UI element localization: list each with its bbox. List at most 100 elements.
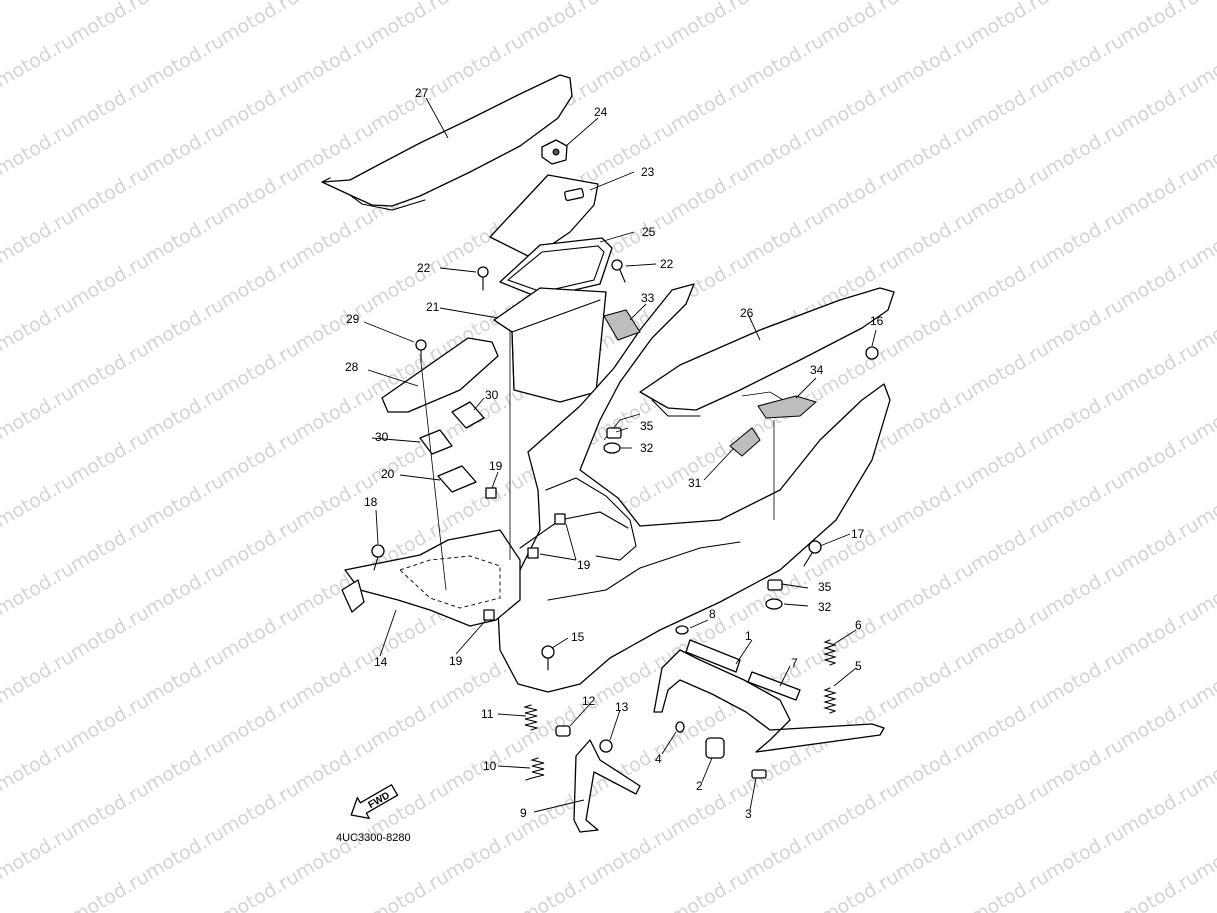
watermark-text: motod.ru xyxy=(817,778,903,841)
callout-7: 7 xyxy=(791,656,798,670)
callout-labels: 27 24 23 25 22 22 21 33 26 16 29 28 34 3… xyxy=(345,86,884,821)
watermark-text: motod.ru xyxy=(442,30,528,93)
watermark-text: motod.ru xyxy=(67,338,153,401)
callout-8: 8 xyxy=(709,607,716,621)
part-7-shaft xyxy=(747,671,801,701)
watermark-text: motod.ru xyxy=(1042,294,1128,357)
watermark-text: motod.ru xyxy=(1117,514,1203,577)
diagram-code: 4UC3300-8280 xyxy=(336,832,411,844)
watermark-text: motod.ru xyxy=(1042,734,1128,797)
watermark-text: motod.ru xyxy=(217,338,303,401)
part-30-pad-a xyxy=(451,401,485,429)
watermark-text: motod.ru xyxy=(1042,470,1128,533)
watermark-text: motod.ru xyxy=(892,0,978,4)
watermark-text: motod.ru xyxy=(892,734,978,797)
watermark-text: motod.ru xyxy=(0,0,78,4)
part-14-under-cover xyxy=(341,529,521,627)
watermark-text: motod.ru xyxy=(742,822,828,885)
watermark-text: motod.ru xyxy=(67,514,153,577)
watermark-text: motod.ru xyxy=(742,30,828,93)
watermark-text: motod.ru xyxy=(517,866,603,913)
watermark-text: motod.ru xyxy=(1042,382,1128,445)
watermark-text: motod.ru xyxy=(67,0,153,48)
watermark-text: motod.ru xyxy=(292,382,378,445)
watermark-text: motod.ru xyxy=(0,206,78,269)
watermark-text: motod.ru xyxy=(892,470,978,533)
watermark-text: motod.ru xyxy=(967,426,1053,489)
watermark-text: motod.ru xyxy=(1117,602,1203,665)
watermark-text: motod.ru xyxy=(742,206,828,269)
callout-29: 29 xyxy=(346,312,360,326)
watermark-text: motod.ru xyxy=(217,514,303,577)
watermark-text: motod.ru xyxy=(142,734,228,797)
watermark-text: motod.ru xyxy=(217,250,303,313)
watermark-text: motod.ru xyxy=(67,74,153,137)
watermark-text: motod.ru xyxy=(667,778,753,841)
callout-30-lower: 30 xyxy=(375,430,389,444)
watermark-text: motod.ru xyxy=(1042,30,1128,93)
callout-21: 21 xyxy=(426,300,440,314)
watermark-text: motod.ru xyxy=(442,0,528,4)
callout-34: 34 xyxy=(810,363,824,377)
callout-13: 13 xyxy=(615,700,629,714)
watermark-text: motod.ru xyxy=(1117,778,1203,841)
watermark-text: motod.ru xyxy=(292,118,378,181)
watermark-text: motod.ru xyxy=(142,382,228,445)
watermark-text: motod.ru xyxy=(292,30,378,93)
callout-26: 26 xyxy=(740,306,754,320)
watermark-text: motod.ru xyxy=(967,866,1053,913)
watermark-text: motod.ru xyxy=(67,690,153,753)
watermark-text: motod.ru xyxy=(817,74,903,137)
watermark-text: motod.ru xyxy=(892,646,978,709)
watermark-text: motod.ru xyxy=(1117,74,1203,137)
watermark-text: motod.ru xyxy=(892,382,978,445)
watermark-text: motod.ru xyxy=(1192,0,1217,4)
watermark-text: motod.ru xyxy=(142,30,228,93)
watermark-text: motod.ru xyxy=(217,162,303,225)
watermark-text: motod.ru xyxy=(967,250,1053,313)
watermark-text: motod.ru xyxy=(442,822,528,885)
watermark-text: motod.ru xyxy=(367,866,453,913)
callout-28: 28 xyxy=(345,360,359,374)
watermark-text: motod.ru xyxy=(667,162,753,225)
watermark-text: motod.ru xyxy=(142,470,228,533)
callout-2: 2 xyxy=(696,779,703,793)
watermark-text: motod.ru xyxy=(217,0,303,48)
watermark-text: motod.ru xyxy=(142,0,228,4)
part-30-pad-b xyxy=(419,429,453,455)
watermark-text: motod.ru xyxy=(1042,822,1128,885)
part-1-main-stand xyxy=(653,639,885,753)
watermark-text: motod.ru xyxy=(292,294,378,357)
watermark-text: motod.ru xyxy=(67,162,153,225)
watermark-text: motod.ru xyxy=(142,294,228,357)
watermark-text: motod.ru xyxy=(667,866,753,913)
callout-10: 10 xyxy=(483,759,497,773)
callout-27: 27 xyxy=(415,86,429,100)
callout-1: 1 xyxy=(745,629,752,643)
callout-6: 6 xyxy=(855,618,862,632)
watermark-text: motod.ru xyxy=(292,646,378,709)
watermark-text: motod.ru xyxy=(892,822,978,885)
callout-32-upper: 32 xyxy=(640,441,654,455)
watermark-text: motod.ru xyxy=(1042,646,1128,709)
watermark-text: motod.ru xyxy=(892,206,978,269)
watermark-text: motod.ru xyxy=(142,206,228,269)
callout-30-upper: 30 xyxy=(485,388,499,402)
watermark-text: motod.ru xyxy=(967,74,1053,137)
watermark-text: motod.ru xyxy=(142,558,228,621)
part-20-pad xyxy=(437,465,477,493)
callout-32-lower: 32 xyxy=(818,600,832,614)
watermark-text: motod.ru xyxy=(0,30,78,93)
callout-9: 9 xyxy=(520,806,527,820)
callout-33: 33 xyxy=(641,291,655,305)
callout-17: 17 xyxy=(851,527,865,541)
lead-lines xyxy=(363,97,877,813)
watermark-text: motod.ru xyxy=(967,690,1053,753)
watermark-text: motod.ru xyxy=(367,0,453,48)
watermark-text: motod.ru xyxy=(217,690,303,753)
callout-14: 14 xyxy=(374,655,388,669)
callout-19-lower: 19 xyxy=(449,654,463,668)
part-26-side-cover xyxy=(639,287,895,417)
callout-19-middle: 19 xyxy=(577,558,591,572)
watermark-text: motod.ru xyxy=(217,74,303,137)
